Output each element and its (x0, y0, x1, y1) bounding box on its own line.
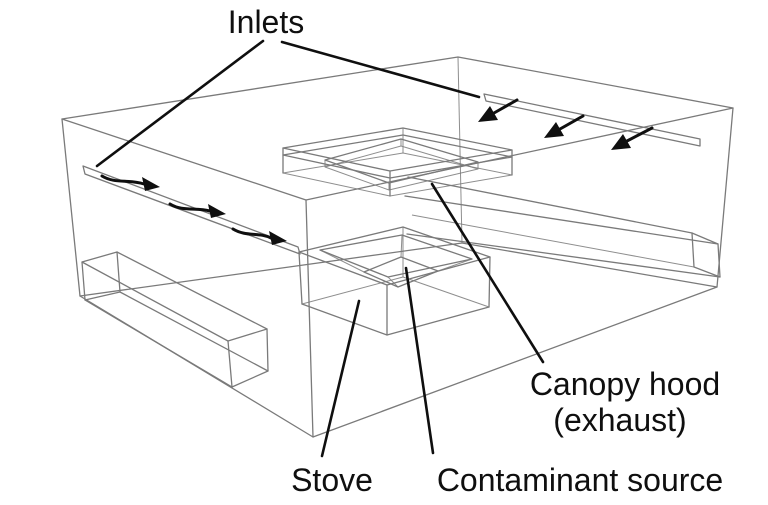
airflow-arrows-left-inlet (100, 174, 287, 245)
leader-inlets-left (95, 39, 265, 168)
airflow-arrowhead (611, 134, 631, 150)
leader-contaminant-source (404, 266, 435, 455)
label-inlets: Inlets (228, 4, 304, 40)
leader-lines (95, 39, 545, 458)
label-canopy-hood-sub: (exhaust) (553, 402, 686, 438)
room-wireframe (61, 56, 734, 438)
leader-inlets-right (280, 40, 481, 99)
right-bench-edge (404, 195, 719, 245)
room-edge-left (61, 118, 81, 297)
airflow-arrowhead (478, 106, 498, 122)
stove-wireframe (298, 226, 491, 336)
airflow-arrowhead (269, 231, 287, 245)
stove-inner-wall (437, 258, 473, 272)
stove-edge (488, 256, 491, 308)
right-bench-edge (406, 233, 721, 278)
right-bench-wireframe (404, 176, 721, 278)
leader-canopy-hood (430, 182, 545, 364)
inlet-slot-left-outline (82, 165, 301, 255)
leader-stove (320, 299, 361, 458)
room-edge-front (305, 199, 314, 438)
inlet-slot-right (483, 93, 701, 147)
left-bench-edge (81, 261, 229, 342)
right-bench-edge-hidden (411, 214, 695, 268)
room-edge-right (716, 107, 734, 288)
room-edge-back (457, 56, 463, 244)
airflow-arrowhead (208, 204, 226, 218)
airflow-arrow (100, 174, 146, 186)
stove-inner-wall (387, 276, 399, 288)
label-contaminant-source: Contaminant source (437, 462, 723, 498)
left-bench-wireframe (81, 251, 269, 388)
hood-outer-bottom (282, 152, 513, 197)
stove-inner-wall (319, 249, 365, 273)
airflow-arrow (558, 114, 585, 131)
right-bench-end (691, 232, 721, 278)
airflow-arrowhead (142, 177, 160, 191)
stove-edge (298, 251, 303, 305)
left-bench-edge (119, 291, 269, 372)
airflow-arrow (492, 98, 519, 115)
label-canopy-hood: Canopy hood (530, 366, 720, 402)
right-bench-edge (407, 176, 693, 234)
label-stove: Stove (291, 462, 373, 498)
inlet-slot-left (82, 165, 301, 255)
airflow-arrow (168, 202, 212, 213)
labels: Inlets Stove Contaminant source Canopy h… (228, 4, 723, 498)
stove-bottom-hidden (301, 276, 490, 308)
airflow-arrowhead (544, 122, 564, 138)
stove-inner-wall (400, 234, 403, 258)
stove-bottom-front (301, 303, 490, 336)
left-bench-end-right (227, 328, 269, 388)
left-bench-edge (116, 251, 268, 330)
airflow-arrow (625, 126, 654, 143)
airflow-arrow (231, 227, 273, 240)
canopy-hood-wireframe (282, 127, 513, 197)
left-bench-edge (84, 299, 233, 388)
airflow-arrows-right-inlet (478, 98, 654, 150)
inlet-slot-right-outline (483, 93, 701, 147)
